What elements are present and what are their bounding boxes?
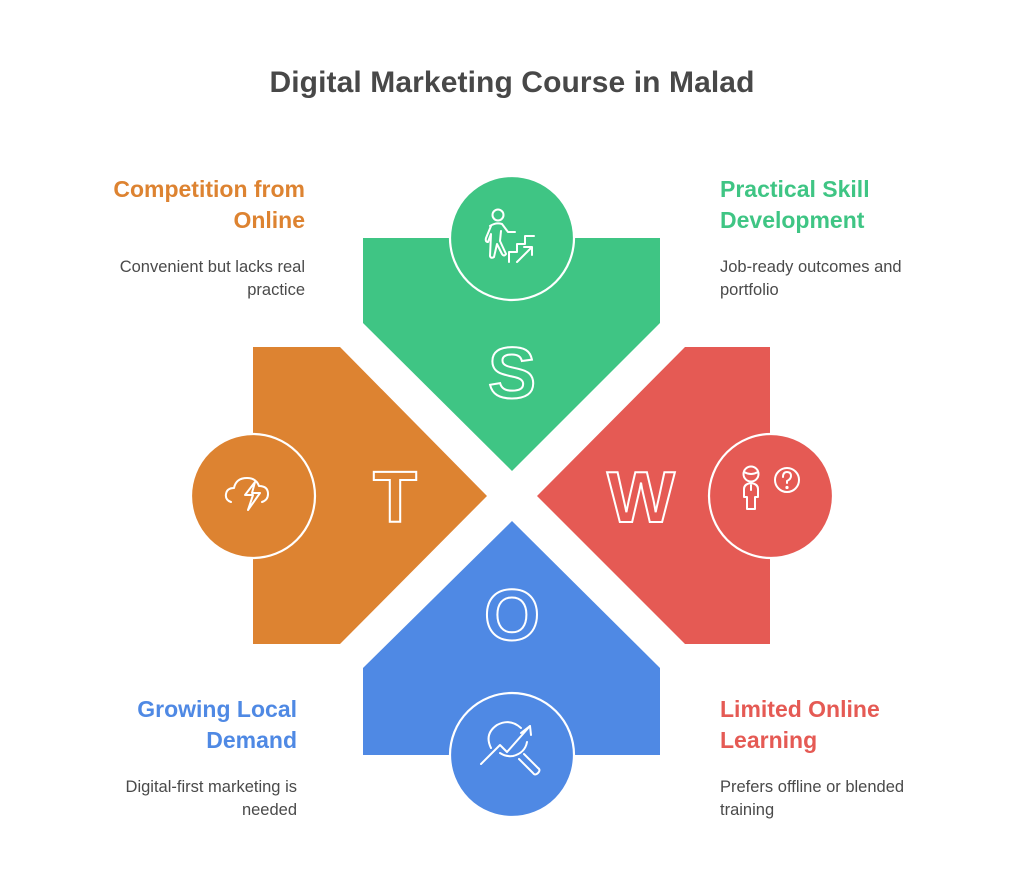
weakness-quadrant: W [537,347,835,644]
strength-letter: S [488,334,536,414]
opportunity-heading-line-2: Demand [206,727,297,753]
strength-heading: Practical Skill Development [720,174,970,236]
threat-letter: T [373,458,417,538]
opportunity-heading: Growing Local Demand [47,694,297,756]
weakness-letter: W [607,458,675,538]
opportunity-description: Digital-first marketing is needed [125,778,297,819]
trend-magnifier-icon [480,721,541,776]
threat-heading: Competition from Online [55,174,305,236]
weakness-heading-line-1: Limited Online [720,696,880,722]
strength-quadrant: S [363,174,660,471]
weakness-heading-line-2: Learning [720,727,818,753]
threat-quadrant: T [189,347,487,644]
opportunity-heading-line-1: Growing Local [137,696,297,722]
strength-text-block: Practical Skill Development Job-ready ou… [720,174,970,302]
threat-text-block: Competition from Online Convenient but l… [55,174,305,302]
opportunity-text-block: Growing Local Demand Digital-first marke… [47,694,297,822]
person-question-icon [742,465,800,510]
opportunity-letter: O [484,576,540,656]
strength-icon-circle [448,174,576,302]
threat-description: Convenient but lacks real practice [119,258,305,299]
person-climbing-stairs-icon [484,208,535,263]
strength-heading-line-1: Practical Skill [720,176,870,202]
opportunity-quadrant: O [363,521,660,819]
weakness-description: Prefers offline or blended training [720,778,905,819]
weakness-text-block: Limited Online Learning Prefers offline … [720,694,970,822]
weakness-heading: Limited Online Learning [720,694,970,756]
diagram-title: Digital Marketing Course in Malad [269,66,755,99]
storm-cloud-icon [224,477,269,511]
opportunity-icon-circle [448,691,576,819]
strength-heading-line-2: Development [720,207,865,233]
strength-description: Job-ready outcomes and portfolio [720,258,902,299]
threat-heading-line-2: Online [233,207,305,233]
threat-heading-line-1: Competition from [113,176,305,202]
weakness-icon-circle [707,432,835,560]
